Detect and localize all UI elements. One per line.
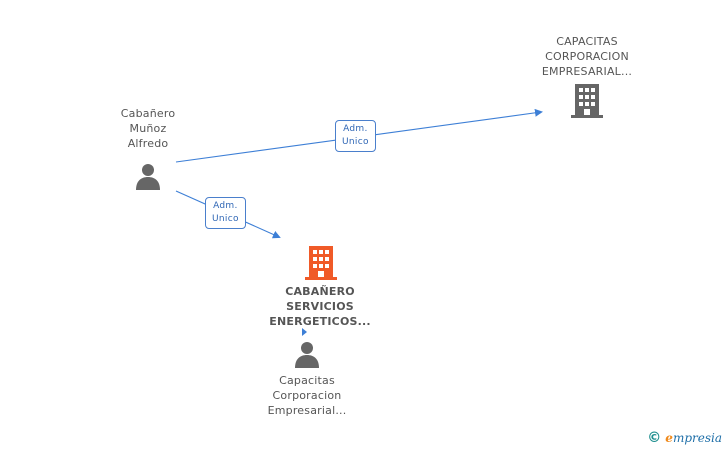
building-icon-focus[interactable] (305, 246, 337, 280)
edge-tag-adm-unico-2[interactable]: Adm. Unico (205, 197, 246, 229)
person-icon[interactable] (293, 340, 321, 368)
label-line: Muñoz (129, 122, 167, 135)
brand-logo-e: e (665, 431, 673, 445)
company-label-cabanero-servicios-energeticos[interactable]: CABAÑERO SERVICIOS ENERGETICOS... (258, 284, 382, 329)
building-icon[interactable] (571, 84, 603, 118)
brand-logo[interactable]: empresia (665, 431, 722, 445)
person-icon[interactable] (134, 162, 162, 190)
label-line: Corporacion (272, 389, 342, 402)
label-line: CORPORACION (545, 50, 629, 63)
label-line: ENERGETICOS... (269, 315, 371, 328)
person-label-cabanero-munoz-alfredo[interactable]: Cabañero Muñoz Alfredo (108, 106, 188, 151)
tag-line: Adm. (343, 124, 368, 134)
company-label-capacitas-corporacion[interactable]: CAPACITAS CORPORACION EMPRESARIAL... (527, 34, 647, 79)
tag-line: Adm. (213, 201, 238, 211)
footer-brand: © empresia (647, 430, 722, 446)
label-line: EMPRESARIAL... (541, 65, 633, 78)
edge-tag-adm-unico-1[interactable]: Adm. Unico (335, 120, 376, 152)
copyright-icon: © (647, 430, 662, 446)
small-arrow-marker (302, 328, 307, 336)
tag-line: Unico (342, 137, 369, 147)
label-line: Empresarial... (267, 404, 347, 417)
brand-logo-text: mpresia (672, 431, 722, 445)
label-line: CAPACITAS (556, 35, 618, 48)
tag-line: Unico (212, 214, 239, 224)
label-line: Alfredo (127, 137, 169, 150)
label-line: Cabañero (120, 107, 176, 120)
label-line: CABAÑERO (285, 285, 355, 298)
label-line: SERVICIOS (286, 300, 354, 313)
label-line: Capacitas (279, 374, 335, 387)
person-label-capacitas-corporacion[interactable]: Capacitas Corporacion Empresarial... (251, 373, 363, 418)
